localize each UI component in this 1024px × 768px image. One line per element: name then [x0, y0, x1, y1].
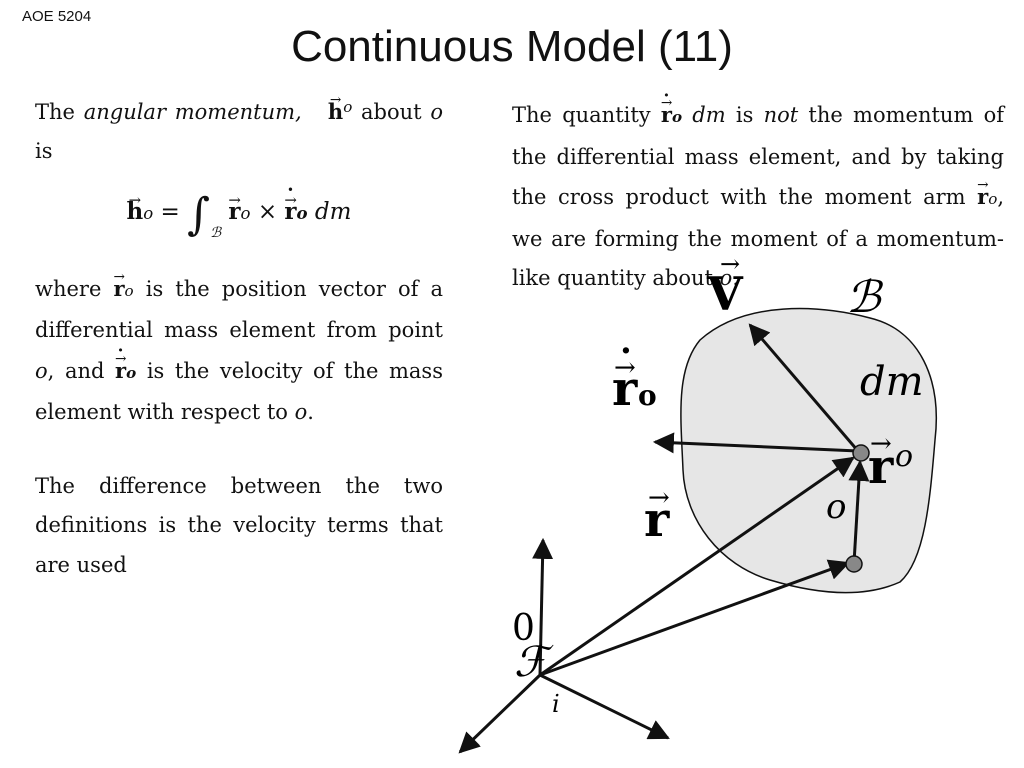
symbol-rdot-sub: o	[126, 363, 137, 382]
text-not: not	[763, 103, 799, 127]
integral-domain: ℬ	[210, 224, 222, 241]
text-is-2: is	[725, 103, 764, 127]
text-position: is the position vector of a differential…	[35, 276, 443, 343]
label-ro-sup: o	[895, 439, 913, 474]
label-rdot-sub: o	[638, 379, 657, 412]
label-o: o	[826, 487, 846, 527]
symbol-r-sub: o	[124, 281, 134, 300]
eq-dm: dm	[307, 198, 352, 225]
eq-rdot-sub: o	[296, 202, 308, 223]
right-rdot: ·r	[661, 84, 672, 136]
eq-r-sub: o	[240, 203, 251, 223]
text-where: where	[35, 276, 114, 301]
frame-axis-up	[532, 537, 554, 676]
eq-h: h	[127, 170, 144, 242]
right-column: The quantity ·ro dm is not the momentum …	[512, 84, 1004, 299]
eq-r: r	[228, 170, 240, 242]
angular-momentum-definition: The angular momentum, ho about o is	[35, 81, 443, 172]
right-r: r	[977, 166, 988, 217]
text-the: The	[35, 99, 84, 124]
vector-to-origin-o	[539, 559, 850, 677]
label-r: r	[644, 492, 670, 548]
eq-equals: =	[153, 198, 188, 225]
symbol-o-2: o	[35, 358, 48, 383]
symbol-r: r	[113, 258, 124, 309]
label-zero: 0	[512, 608, 535, 649]
right-r-sub: o	[988, 190, 998, 208]
term-angular-momentum: angular momentum,	[83, 99, 302, 124]
vector-v	[748, 323, 860, 452]
text-is: is	[35, 139, 53, 164]
right-rdot-sub: o	[671, 108, 683, 126]
label-ro: r	[868, 439, 894, 495]
text-and: , and	[47, 358, 116, 383]
frame-axis-left	[458, 673, 542, 754]
symbol-o-3: o	[294, 400, 308, 425]
eq-cross: ×	[250, 198, 285, 225]
label-rdot-arrow: →	[614, 353, 636, 383]
symbol-rdot: ·r	[115, 340, 126, 392]
point-dm	[852, 444, 870, 462]
label-dm: dm	[860, 359, 924, 405]
text-about: about	[361, 99, 431, 124]
slide-title: Continuous Model (11)	[291, 22, 733, 71]
text-period: .	[307, 400, 314, 425]
angular-momentum-equation: ho = ∫ℬ ro × ·ro dm	[35, 170, 443, 263]
label-rdot-dot: ·	[620, 331, 632, 371]
vector-rdot	[652, 432, 859, 454]
label-i: i	[552, 690, 560, 718]
text-velocity: is the velocity of the mass element with…	[35, 358, 443, 425]
label-ro-arrow: →	[870, 429, 892, 459]
symbol-o: o	[430, 99, 443, 124]
label-rdot: r	[612, 361, 638, 417]
symbol-h-sup: o	[343, 98, 353, 116]
course-code: AOE 5204	[22, 8, 92, 25]
text-quantity: The quantity	[512, 103, 661, 127]
integral-sign: ∫	[187, 188, 211, 240]
frame-axis-right	[539, 673, 670, 740]
vector-ro	[848, 459, 870, 564]
label-r-arrow: →	[648, 483, 670, 513]
text-forming: , we are forming the moment of a momentu…	[512, 185, 1004, 290]
eq-h-sub: o	[143, 203, 154, 223]
point-o	[845, 555, 863, 573]
difference-note: The difference between the two definitio…	[35, 473, 443, 577]
label-body: ℬ	[846, 272, 884, 323]
eq-rdot: ·r	[284, 170, 296, 242]
text-momentum: the momentum of the differential mass el…	[512, 103, 1004, 209]
body-blob	[680, 307, 937, 594]
label-v: V	[706, 267, 744, 321]
position-velocity-explanation: where ro is the position vector of a dif…	[35, 258, 443, 433]
text-period-2: .	[732, 266, 739, 290]
symbol-h: h	[328, 81, 344, 132]
momentum-like-note: The quantity ·ro dm is not the momentum …	[512, 84, 1004, 299]
right-dm: dm	[682, 103, 726, 127]
left-column: The angular momentum, ho about o is ho =…	[35, 81, 443, 585]
label-v-arrow: →	[720, 250, 740, 278]
right-o: o	[719, 266, 733, 290]
vector-r	[539, 456, 855, 677]
